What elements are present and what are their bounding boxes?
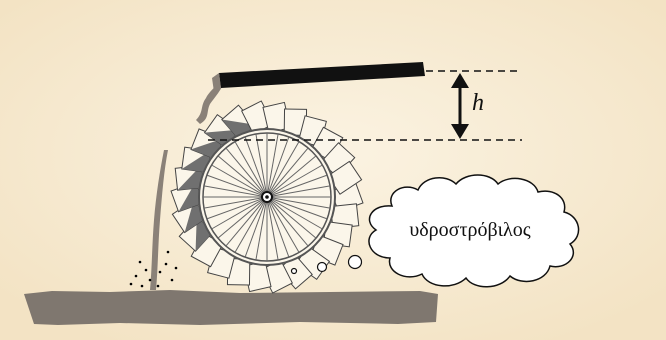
thought-bubble-large (349, 256, 362, 269)
cloud-label: υδροστρόβιλος (409, 219, 530, 241)
water-droplet (165, 263, 168, 266)
water-droplet (167, 251, 170, 254)
height-label: h (472, 90, 484, 116)
water-droplet (157, 285, 160, 288)
water-droplet (141, 285, 144, 288)
thought-bubble-medium (318, 263, 327, 272)
water-droplet (149, 279, 152, 282)
water-droplet (135, 275, 138, 278)
water-droplet (145, 269, 148, 272)
ground (24, 290, 438, 325)
wheel-axle (265, 195, 269, 199)
water-droplet (159, 271, 162, 274)
water-droplet (130, 283, 133, 286)
water-droplet (175, 267, 178, 270)
water-droplet (139, 261, 142, 264)
water-droplet (171, 279, 174, 282)
waterwheel (199, 129, 335, 265)
thought-bubble-small (292, 269, 297, 274)
